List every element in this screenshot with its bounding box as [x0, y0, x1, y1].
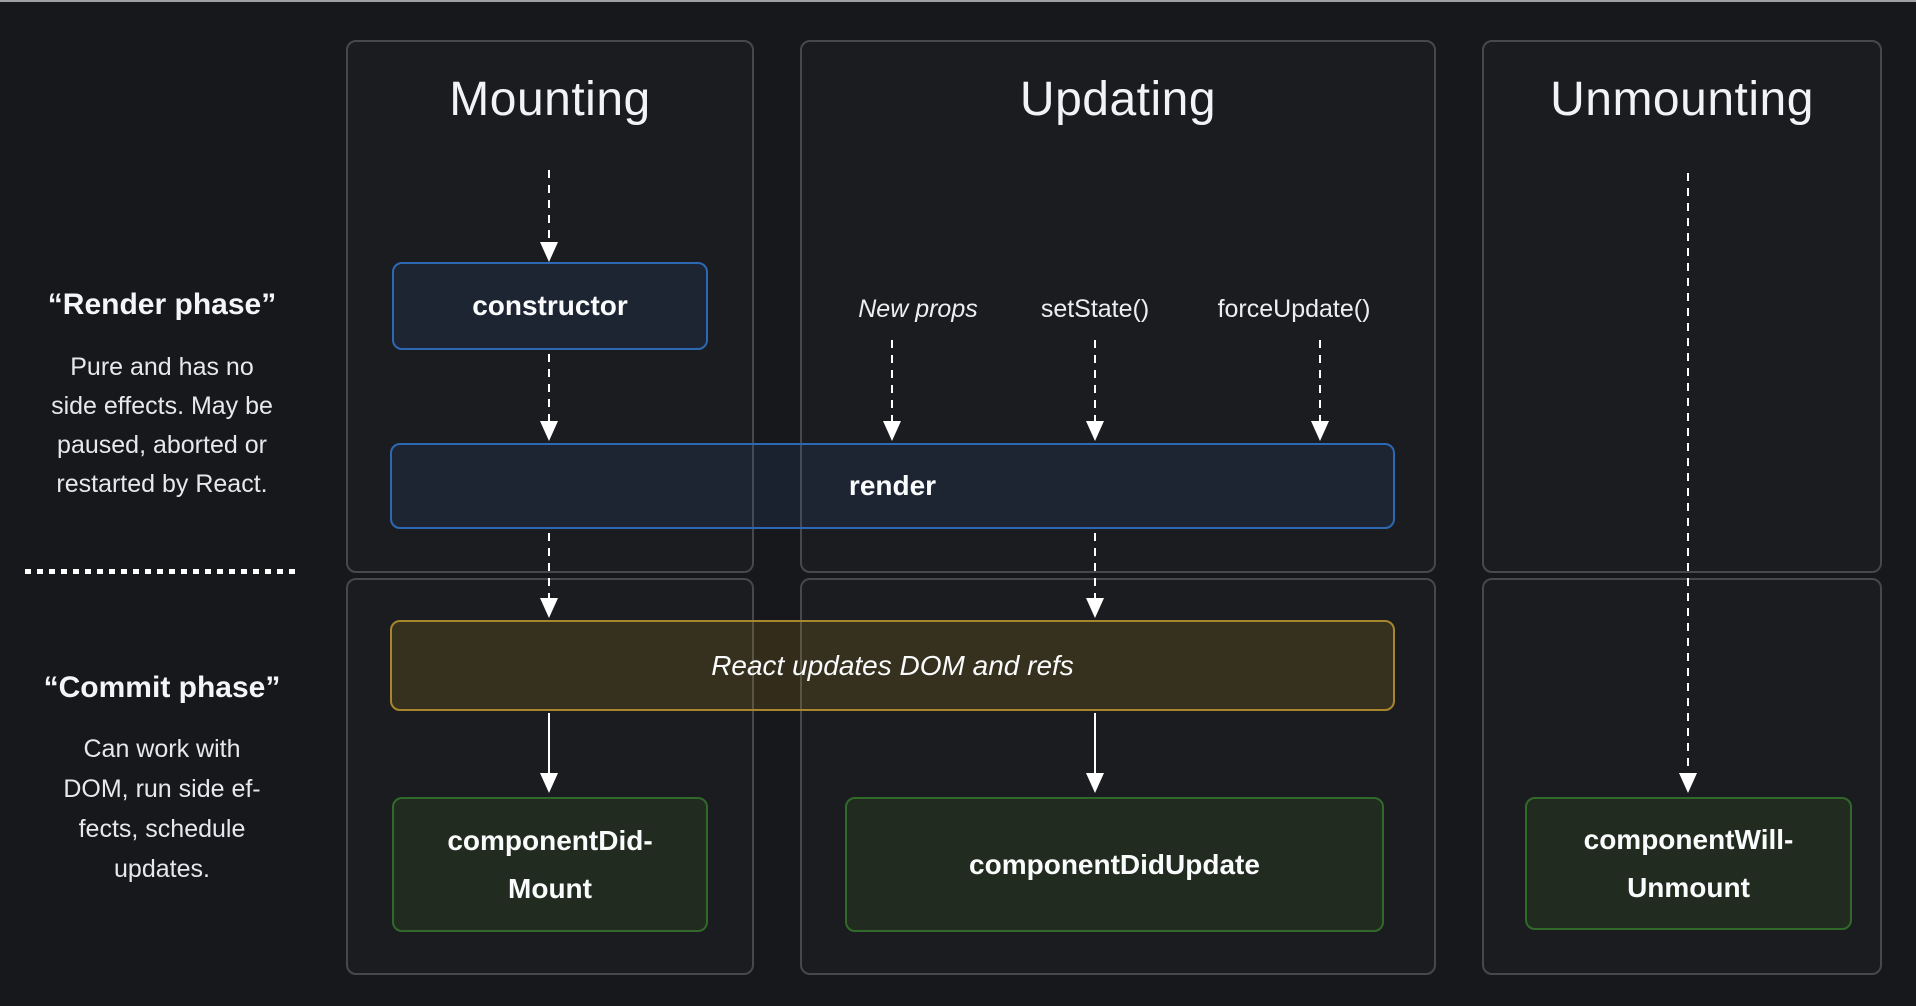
trigger-set-state: setState() — [1040, 295, 1150, 323]
arrow-new-props-to-render-line — [891, 340, 893, 421]
column-title-updating: Updating — [1019, 73, 1217, 126]
arrow-constructor-to-render-line — [548, 354, 550, 421]
unmounting-render-panel — [1482, 40, 1882, 573]
updating-render-panel — [800, 40, 1436, 573]
arrow-render-to-dom-mounting-head — [540, 598, 558, 618]
component-did-mount-box[interactable]: componentDid- Mount — [392, 797, 708, 932]
arrow-set-state-to-render-head — [1086, 421, 1104, 441]
arrow-set-state-to-render-line — [1094, 340, 1096, 421]
render-label: render — [848, 470, 937, 501]
arrow-constructor-to-render-head — [540, 421, 558, 441]
render-box[interactable]: render — [390, 443, 1395, 529]
arrow-render-to-dom-mounting-line — [548, 533, 550, 598]
arrow-force-update-to-render-line — [1319, 340, 1321, 421]
component-did-update-label: componentDidUpdate — [969, 848, 1260, 880]
arrow-unmounting-to-will-unmount-head — [1679, 773, 1697, 793]
component-did-update-box[interactable]: componentDidUpdate — [845, 797, 1384, 932]
arrow-dom-to-did-mount-head — [540, 773, 558, 793]
phase-divider-dotted-line — [25, 569, 299, 574]
arrow-dom-to-did-update-head — [1086, 773, 1104, 793]
render-phase-description: Pure and has no side effects. May be pau… — [51, 353, 273, 498]
constructor-label: constructor — [472, 290, 628, 321]
arrow-render-to-dom-updating-head — [1086, 598, 1104, 618]
commit-phase-description: Can work with DOM, run side ef- fects, s… — [63, 735, 261, 883]
mounting-render-panel — [346, 40, 754, 573]
react-updates-dom-box: React updates DOM and refs — [390, 620, 1395, 711]
arrow-unmounting-to-will-unmount-line — [1687, 173, 1689, 773]
constructor-box[interactable]: constructor — [392, 262, 708, 350]
commit-phase-label: “Commit phase” — [43, 671, 281, 704]
component-did-mount-label: componentDid- Mount — [447, 824, 653, 904]
arrow-dom-to-did-update-line — [1094, 713, 1096, 773]
trigger-new-props: New props — [858, 295, 978, 323]
component-will-unmount-box[interactable]: componentWill- Unmount — [1525, 797, 1852, 930]
updating-commit-panel — [800, 578, 1436, 975]
arrow-force-update-to-render-head — [1311, 421, 1329, 441]
arrow-new-props-to-render-head — [883, 421, 901, 441]
render-phase-label: “Render phase” — [47, 288, 277, 321]
arrow-mounting-to-constructor-line — [548, 170, 550, 242]
arrow-dom-to-did-mount-line — [548, 713, 550, 773]
column-title-mounting: Mounting — [449, 73, 651, 126]
trigger-force-update: forceUpdate() — [1217, 295, 1371, 323]
react-updates-dom-label: React updates DOM and refs — [711, 649, 1074, 681]
component-will-unmount-label: componentWill- Unmount — [1583, 823, 1794, 903]
arrow-mounting-to-constructor-head — [540, 242, 558, 262]
column-title-unmounting: Unmounting — [1550, 73, 1814, 126]
arrow-render-to-dom-updating-line — [1094, 533, 1096, 598]
window-top-edge — [0, 0, 1916, 2]
